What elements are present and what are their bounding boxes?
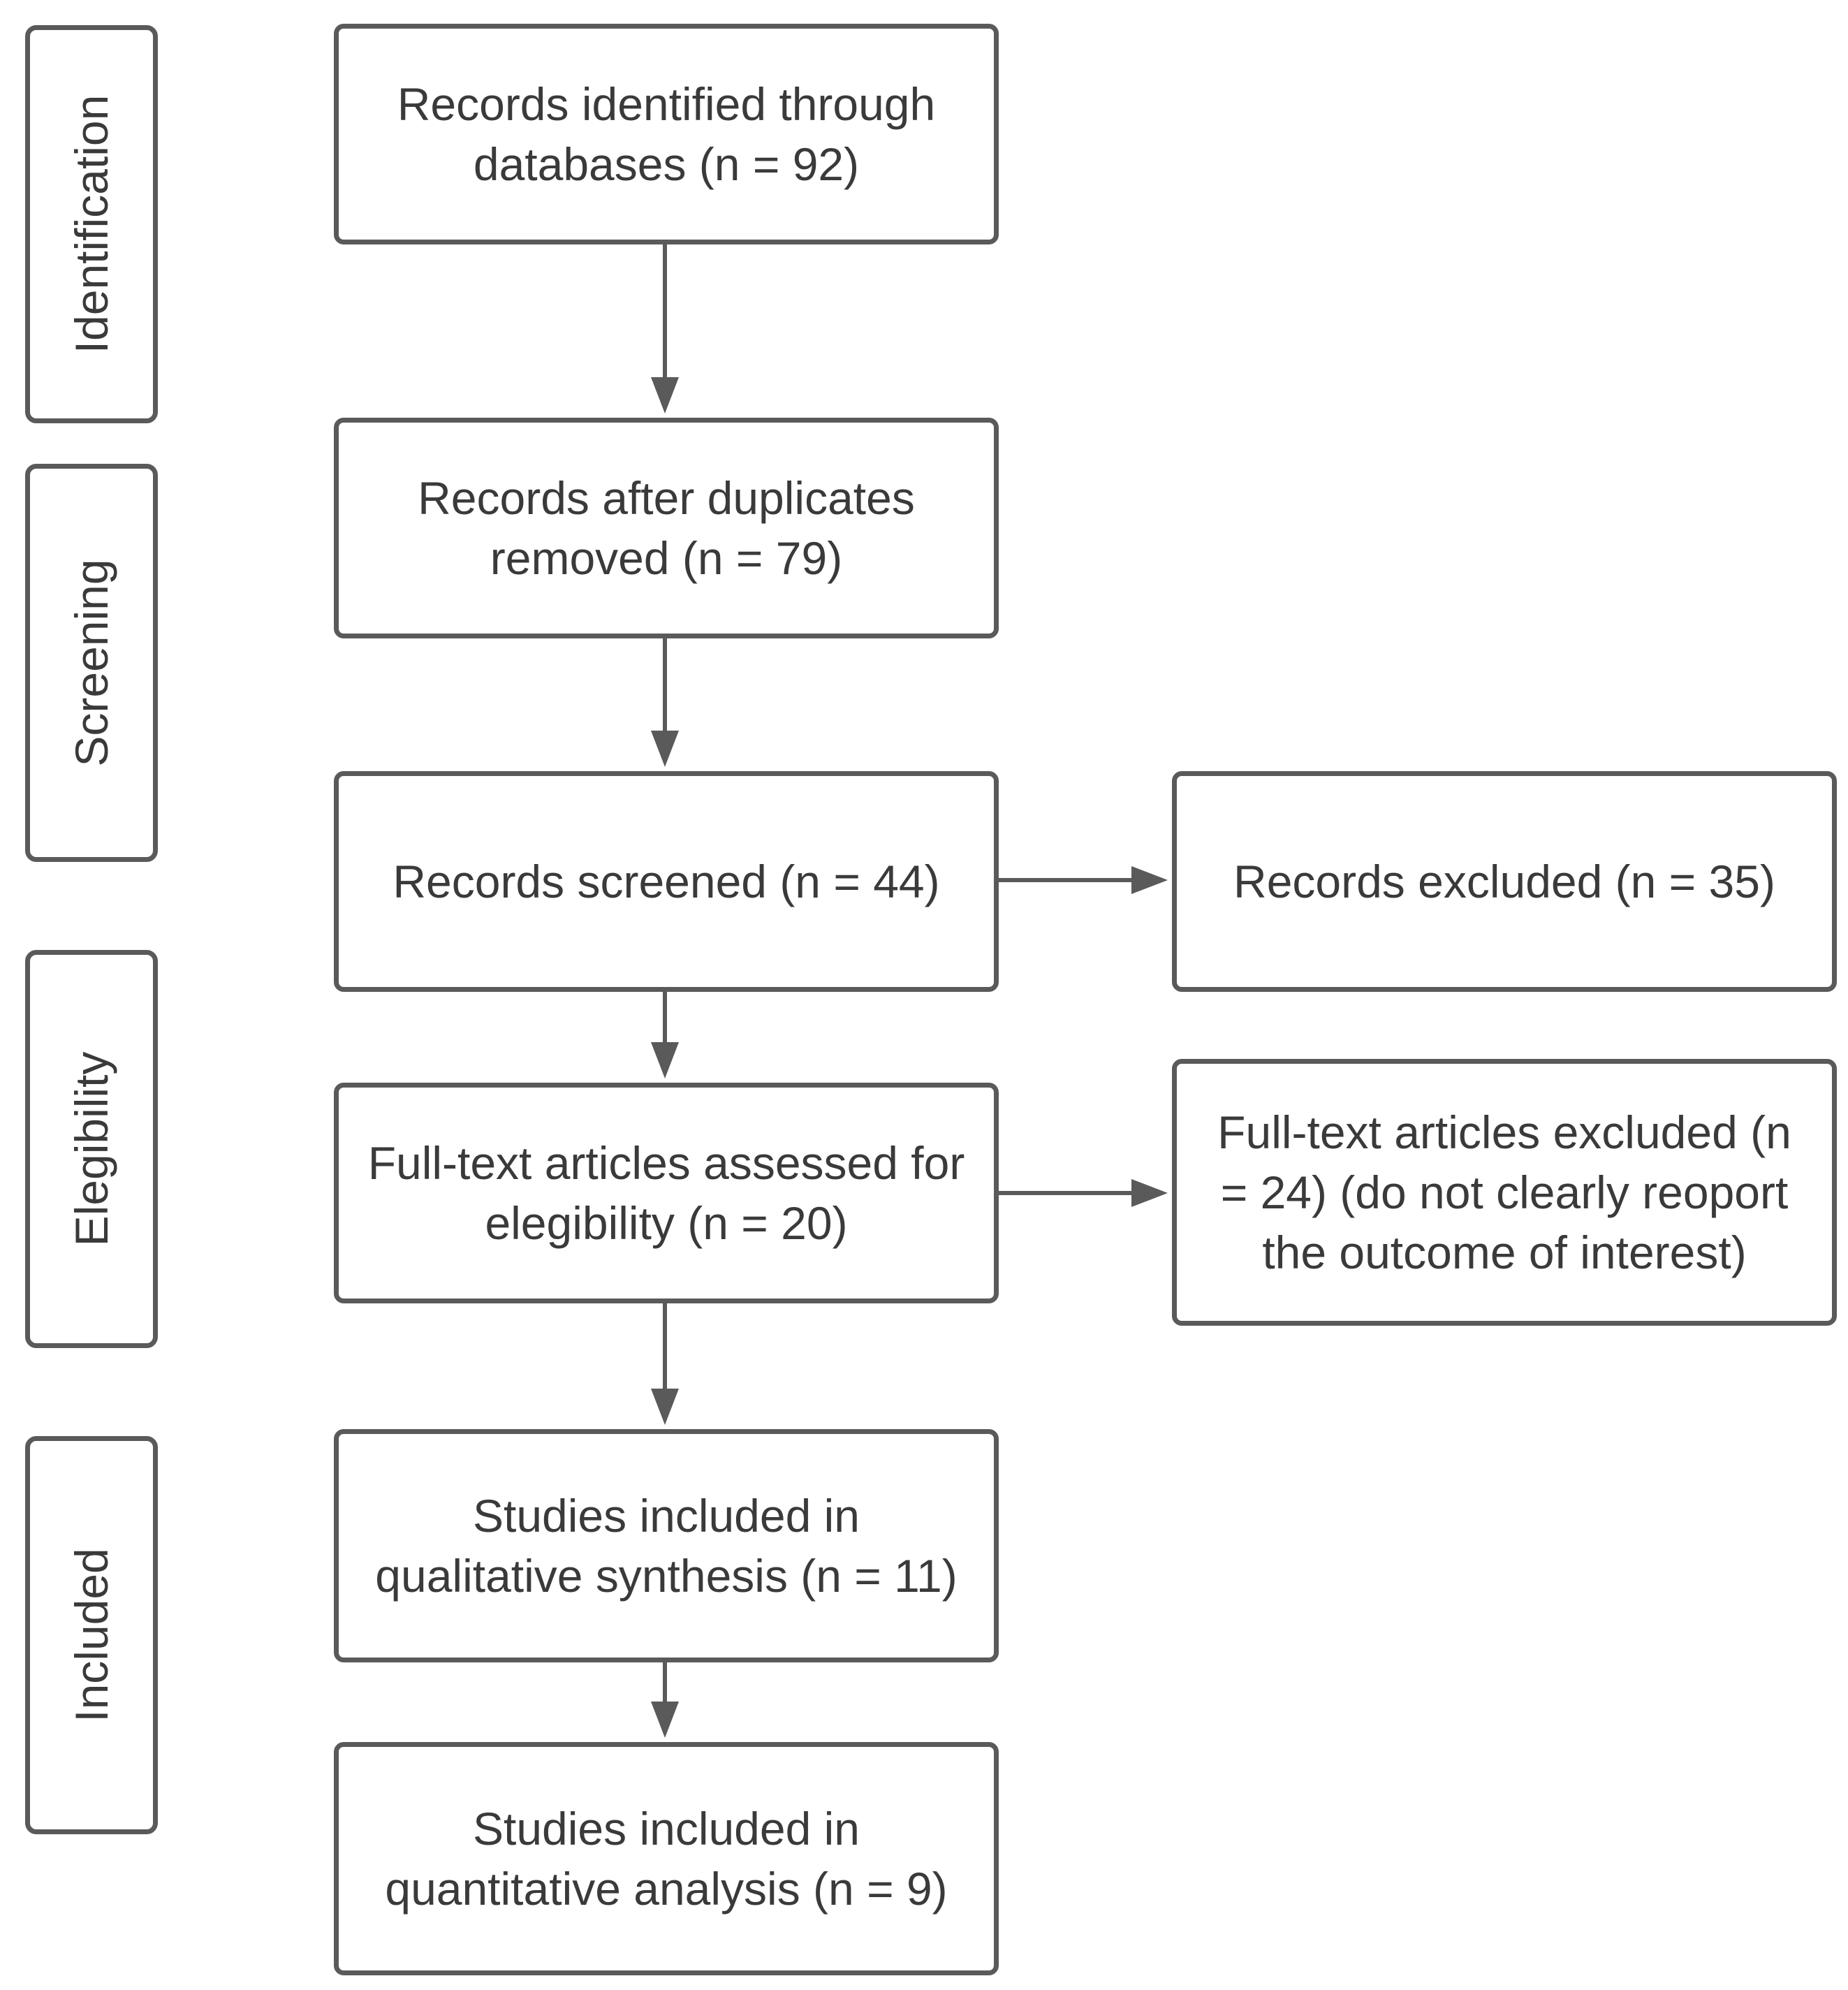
box-qualitative-synthesis-text: Studies included in qualitative synthesi… — [375, 1490, 958, 1602]
box-quantitative-analysis-text: Studies included in quantitative analysi… — [385, 1803, 948, 1915]
box-records-excluded-text: Records excluded (n = 35) — [1233, 856, 1775, 907]
phase-identification: Identification — [25, 25, 158, 423]
box-records-screened: Records screened (n = 44) — [334, 771, 999, 992]
arrowhead-duplicates-to-screened — [651, 731, 679, 767]
phase-screening-label: Screening — [66, 559, 117, 767]
arrowhead-screened-to-fulltext — [651, 1042, 679, 1078]
arrowhead-screened-to-excluded — [1131, 866, 1168, 894]
arrowhead-identified-to-duplicates — [651, 377, 679, 414]
phase-elegibility-label: Elegibility — [66, 1051, 117, 1247]
phase-screening: Screening — [25, 464, 158, 862]
box-records-excluded: Records excluded (n = 35) — [1172, 771, 1837, 992]
phase-elegibility: Elegibility — [25, 950, 158, 1348]
box-fulltext-excluded: Full-text articles excluded (n = 24) (do… — [1172, 1059, 1837, 1326]
arrowhead-fulltext-to-excluded — [1131, 1179, 1168, 1207]
box-records-after-duplicates: Records after duplicates removed (n = 79… — [334, 418, 999, 638]
box-records-identified-text: Records identified through databases (n … — [397, 78, 936, 190]
phase-included: Included — [25, 1436, 158, 1834]
phase-included-label: Included — [66, 1548, 117, 1722]
box-fulltext-assessed: Full-text articles assessed for elegibil… — [334, 1083, 999, 1303]
box-records-identified: Records identified through databases (n … — [334, 24, 999, 244]
box-fulltext-assessed-text: Full-text articles assessed for elegibil… — [367, 1137, 965, 1249]
phase-identification-label: Identification — [66, 94, 117, 354]
arrowhead-qualitative-to-quantitative — [651, 1702, 679, 1738]
box-quantitative-analysis: Studies included in quantitative analysi… — [334, 1742, 999, 1975]
box-records-after-duplicates-text: Records after duplicates removed (n = 79… — [418, 472, 915, 584]
box-fulltext-excluded-text: Full-text articles excluded (n = 24) (do… — [1217, 1106, 1791, 1278]
box-records-screened-text: Records screened (n = 44) — [393, 856, 940, 907]
box-qualitative-synthesis: Studies included in qualitative synthesi… — [334, 1429, 999, 1662]
arrowhead-fulltext-to-qualitative — [651, 1389, 679, 1425]
